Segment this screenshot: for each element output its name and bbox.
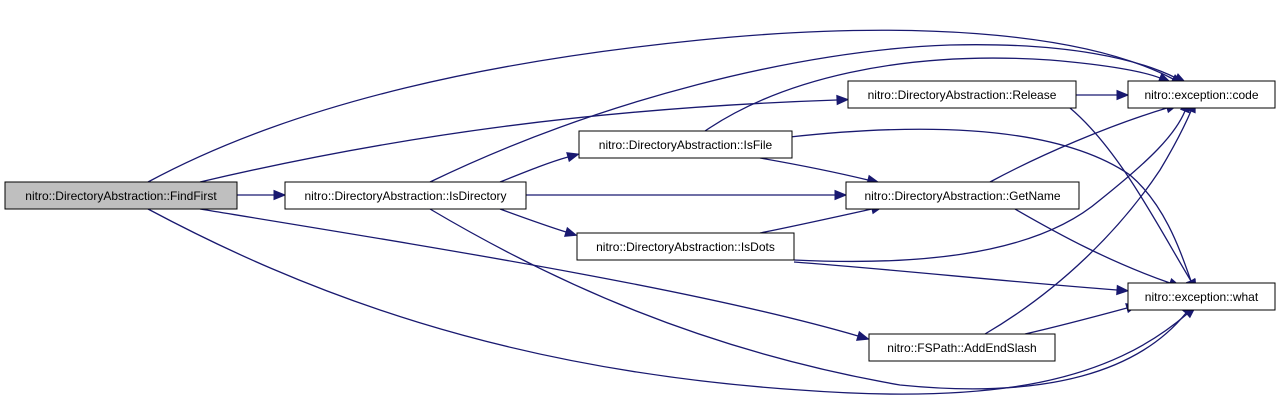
node-box: [1127, 80, 1276, 109]
node-isdirectory[interactable]: nitro::DirectoryAbstraction::IsDirectory: [284, 181, 527, 210]
edge-line: [793, 110, 1186, 263]
node-label: nitro::DirectoryAbstraction::Release: [868, 88, 1057, 102]
edge-findfirst-to-release: [199, 94, 850, 183]
edge-line: [147, 208, 1188, 395]
node-label: nitro::DirectoryAbstraction::GetName: [864, 189, 1060, 203]
edge-line: [147, 29, 1174, 183]
edge-line: [984, 110, 1192, 335]
node-box: [1127, 282, 1276, 311]
arrow-head-icon: [836, 94, 850, 106]
edge-line: [429, 44, 1177, 183]
edge-isfile-to-getname: [759, 157, 880, 186]
edge-line: [499, 208, 567, 233]
edge-getname-to-code: [989, 103, 1179, 183]
edge-isfile-to-code: [704, 57, 1172, 132]
edge-line: [199, 99, 838, 183]
edge-line: [793, 261, 1118, 291]
edge-line: [429, 208, 1187, 390]
arrow-head-icon: [566, 152, 580, 163]
node-label: nitro::DirectoryAbstraction::IsDots: [596, 240, 775, 254]
node-label: nitro::FSPath::AddEndSlash: [887, 341, 1036, 355]
node-label: nitro::DirectoryAbstraction::IsDirectory: [304, 189, 506, 203]
edge-line: [1069, 107, 1192, 282]
edge-isdirectory-to-isfile: [499, 152, 580, 183]
edge-line: [704, 57, 1161, 132]
node-what[interactable]: nitro::exception::what: [1127, 282, 1276, 311]
node-label: nitro::exception::code: [1144, 88, 1258, 102]
arrow-head-icon: [1116, 89, 1130, 101]
node-addendslash[interactable]: nitro::FSPath::AddEndSlash: [868, 333, 1056, 362]
edge-isdirectory-to-getname: [526, 189, 848, 201]
node-box: [578, 130, 793, 159]
node-box: [4, 181, 238, 210]
edge-isdots-to-what: [793, 261, 1130, 296]
node-box: [868, 333, 1056, 362]
edge-isdirectory-to-isdots: [499, 208, 578, 237]
edge-line: [199, 208, 859, 337]
edge-isdirectory-to-what: [429, 208, 1194, 390]
node-isfile[interactable]: nitro::DirectoryAbstraction::IsFile: [578, 130, 793, 159]
arrow-head-icon: [273, 189, 287, 201]
arrow-head-icon: [856, 330, 870, 341]
node-box: [284, 181, 527, 210]
edge-release-to-code: [1076, 89, 1130, 101]
node-box: [847, 80, 1077, 109]
node-release[interactable]: nitro::DirectoryAbstraction::Release: [847, 80, 1077, 109]
edge-line: [759, 208, 873, 234]
node-getname[interactable]: nitro::DirectoryAbstraction::GetName: [845, 181, 1080, 210]
edge-line: [789, 128, 1192, 282]
edge-findfirst-to-addendslash: [199, 208, 870, 341]
edge-isdirectory-to-code: [429, 44, 1187, 183]
node-label: nitro::DirectoryAbstraction::FindFirst: [25, 189, 217, 203]
arrow-head-icon: [1116, 284, 1130, 296]
node-label: nitro::exception::what: [1145, 290, 1259, 304]
arrow-head-icon: [834, 189, 848, 201]
edge-line: [759, 157, 869, 181]
node-box: [845, 181, 1080, 210]
arrow-head-icon: [564, 226, 578, 237]
edge-line: [989, 107, 1168, 183]
node-box: [576, 232, 795, 261]
node-code[interactable]: nitro::exception::code: [1127, 80, 1276, 109]
edge-addendslash-to-what: [1024, 303, 1139, 335]
node-isdots[interactable]: nitro::DirectoryAbstraction::IsDots: [576, 232, 795, 261]
edge-findfirst-to-isdirectory: [237, 189, 287, 201]
node-findfirst: nitro::DirectoryAbstraction::FindFirst: [4, 181, 238, 210]
node-label: nitro::DirectoryAbstraction::IsFile: [599, 138, 773, 152]
edge-line: [499, 156, 569, 183]
edge-line: [1014, 208, 1171, 284]
edge-line: [1024, 307, 1128, 335]
